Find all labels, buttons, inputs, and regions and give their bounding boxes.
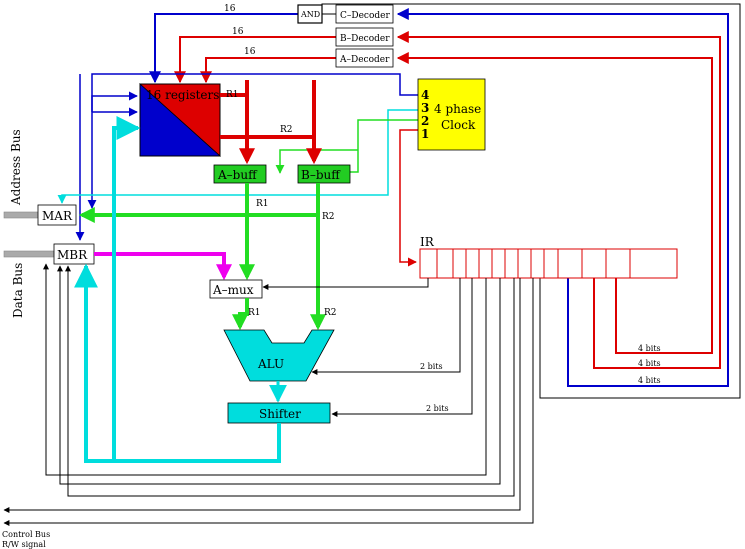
- phase2-to-abuff: [275, 149, 358, 174]
- r1-low-label: R1: [248, 308, 261, 318]
- clock-phase-1: 1: [421, 127, 429, 141]
- ir-to-shifter: [331, 278, 473, 417]
- phase4-to-mbr: [91, 91, 138, 112]
- r2-top-label: R2: [280, 125, 293, 135]
- and-gate-label: AND: [300, 10, 320, 19]
- data-bus-stub: [3, 250, 57, 258]
- registers-label: 16 registers: [146, 88, 219, 102]
- address-bus-stub: [3, 211, 41, 219]
- c-field-line: [396, 8, 729, 387]
- a-width-label: 16: [244, 47, 256, 57]
- ctrl-line-1: [43, 263, 487, 476]
- mbr-to-amux: [94, 252, 232, 281]
- a-decoder-label: A–Decoder: [339, 55, 390, 65]
- instruction-register: [419, 248, 678, 279]
- alu-bits-label: 2 bits: [420, 362, 443, 371]
- ctrl-line-2: [57, 265, 501, 485]
- phase3-line: [57, 109, 418, 204]
- phase2-line: [337, 119, 418, 177]
- mar-label: MAR: [42, 209, 73, 223]
- amux-to-alu: [232, 298, 249, 331]
- phase1-line: [399, 129, 418, 267]
- clock-phase-2: 2: [421, 114, 429, 128]
- shifter-to-registers: [112, 116, 141, 461]
- clock-title-1: 4 phase: [434, 102, 481, 116]
- ctrl-line-5: [3, 278, 534, 526]
- a-field-line: [396, 52, 713, 354]
- data-bus-label: Data Bus: [11, 263, 25, 318]
- clock-phase-3: 3: [421, 101, 429, 115]
- a-mux: [209, 279, 263, 299]
- address-bus-label: Address Bus: [9, 129, 23, 206]
- rw-signal-label: R/W signal: [2, 540, 46, 549]
- field-b-bits-label: 4 bits: [638, 359, 661, 368]
- a-buff: [213, 164, 267, 184]
- mbr-label: MBR: [57, 248, 88, 262]
- c-decoder-label: C–Decoder: [340, 11, 390, 21]
- b-decoder-to-registers: [174, 36, 336, 84]
- clock-phase-4: 4: [421, 88, 429, 102]
- b-decoder-label: B–Decoder: [340, 34, 390, 44]
- alu-label: ALU: [257, 357, 284, 371]
- and-enable-line: [321, 3, 741, 399]
- a-decoder-to-registers: [200, 57, 336, 84]
- c-decoder: [335, 4, 394, 24]
- phase4-line: [87, 73, 418, 209]
- r1-top-label: R1: [226, 90, 239, 100]
- a-decoder: [335, 48, 394, 68]
- c-decoder-to-registers: [149, 13, 298, 84]
- shifter-output-bus: [74, 263, 281, 463]
- mar-box: [37, 204, 77, 226]
- r2-mid-label: R2: [322, 212, 335, 222]
- b-buff-label: B–buff: [301, 168, 341, 182]
- b-buff: [297, 164, 351, 184]
- field-a-bits-label: 4 bits: [638, 344, 661, 353]
- control-bus-label: Control Bus: [2, 530, 50, 539]
- clock-title-2: Clock: [441, 118, 476, 132]
- ir-label: IR: [420, 235, 435, 249]
- shifter-label: Shifter: [259, 407, 301, 421]
- b-field-line: [396, 31, 721, 369]
- ctrl-line-4: [3, 278, 521, 513]
- ctrl-line-3: [65, 265, 515, 497]
- a-mux-label: A–mux: [212, 283, 254, 297]
- field-c-bits-label: 4 bits: [638, 376, 661, 385]
- b-width-label: 16: [232, 27, 244, 37]
- shifter-bits-label: 2 bits: [426, 404, 449, 413]
- alu: [223, 329, 335, 382]
- a-buff-label: A–buff: [217, 168, 258, 182]
- clock-box: [417, 78, 486, 151]
- ir-to-amux: [262, 278, 429, 290]
- ir-to-alu: [311, 278, 461, 375]
- c-width-label: 16: [224, 4, 236, 14]
- b-decoder: [335, 27, 394, 47]
- r2-low-label: R2: [324, 308, 337, 318]
- r1-mid-label: R1: [256, 199, 269, 209]
